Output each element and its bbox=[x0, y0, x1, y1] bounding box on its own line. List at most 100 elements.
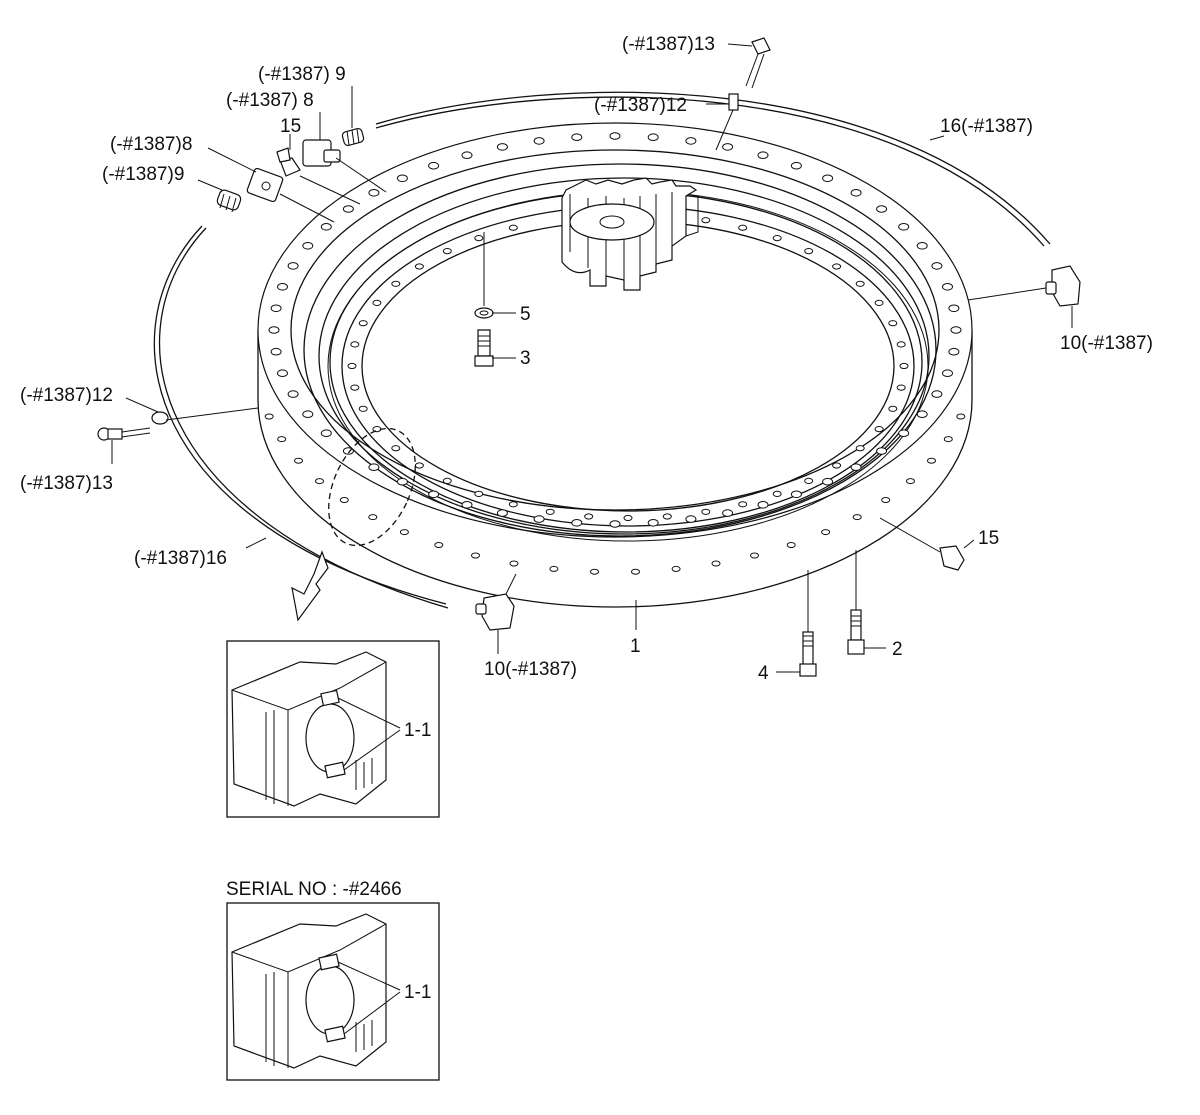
outer-bolt-hole bbox=[757, 501, 769, 509]
outer-bolt-hole bbox=[268, 326, 280, 334]
inner-bolt-hole bbox=[391, 445, 401, 452]
label-elbow-8-top: (-#1387) 8 bbox=[226, 90, 314, 111]
elbow-8-top bbox=[302, 139, 341, 167]
inner-bolt-hole bbox=[391, 280, 401, 287]
elbow-8-left bbox=[246, 167, 284, 203]
side-bolt-hole bbox=[943, 436, 953, 443]
side-bolt-hole bbox=[549, 565, 559, 572]
label-elbow-8-left: (-#1387)8 bbox=[110, 134, 192, 155]
outer-bolt-hole bbox=[320, 223, 332, 231]
outer-bolt-hole bbox=[850, 189, 862, 197]
inner-bolt-hole bbox=[874, 426, 884, 433]
outer-bolt-hole bbox=[609, 520, 621, 528]
inner-bolt-hole bbox=[347, 362, 357, 370]
adapter-9-top bbox=[341, 127, 365, 147]
side-bolt-hole bbox=[881, 497, 891, 503]
clamp-12-top bbox=[728, 93, 739, 111]
label-ring-1: 1 bbox=[630, 636, 641, 657]
label-detail-1-1-a: 1-1 bbox=[404, 720, 431, 741]
outer-bolt-hole bbox=[950, 326, 962, 334]
inner-bolt-hole bbox=[804, 248, 814, 255]
inner-bolt-hole bbox=[896, 341, 906, 348]
outer-bolt-hole bbox=[916, 410, 928, 419]
side-bolt-hole bbox=[434, 542, 444, 548]
inner-bolt-hole bbox=[372, 299, 382, 306]
outer-bolt-hole bbox=[396, 477, 408, 486]
side-bolt-hole bbox=[399, 529, 409, 536]
side-bolt-hole bbox=[956, 413, 966, 420]
inner-bolt-hole bbox=[738, 224, 748, 231]
nipple-15-right bbox=[939, 545, 965, 571]
label-bolt-13-left: (-#1387)13 bbox=[20, 473, 113, 494]
label-clamp-12-left: (-#1387)12 bbox=[20, 385, 113, 406]
inner-bolt-hole bbox=[888, 405, 898, 412]
inner-ring-bolt-holes bbox=[347, 217, 909, 522]
bolt-4 bbox=[799, 631, 817, 677]
detail-box-b: 1-1 bbox=[226, 902, 440, 1081]
side-bolt-hole bbox=[471, 552, 480, 559]
inner-bolt-hole bbox=[350, 341, 360, 348]
elbow-10-bottom bbox=[475, 593, 515, 631]
bolt-13-left bbox=[97, 427, 151, 441]
outer-bolt-hole bbox=[948, 304, 960, 313]
inner-bolt-hole bbox=[442, 477, 452, 484]
inner-bolt-hole bbox=[508, 501, 518, 508]
outer-bolt-hole bbox=[722, 143, 734, 151]
serial-caption: SERIAL NO : -#2466 bbox=[226, 879, 402, 900]
outer-bolt-hole bbox=[277, 369, 288, 378]
bolt-3 bbox=[474, 329, 494, 367]
outer-bolt-hole bbox=[898, 223, 910, 231]
side-bolt-hole bbox=[590, 568, 599, 575]
side-bolt-hole bbox=[750, 552, 759, 559]
outer-bolt-hole bbox=[287, 262, 299, 270]
outer-bolt-hole bbox=[942, 369, 953, 378]
outer-bolt-hole bbox=[342, 205, 354, 213]
inner-bolt-hole bbox=[350, 384, 360, 391]
inner-bolt-hole bbox=[474, 490, 484, 497]
side-bolt-hole bbox=[277, 436, 287, 443]
label-clamp-12-top: (-#1387)12 bbox=[594, 95, 687, 116]
label-washer-5: 5 bbox=[520, 304, 531, 325]
outer-bolt-hole bbox=[571, 133, 583, 141]
outer-bolt-hole bbox=[270, 304, 282, 313]
outer-bolt-hole bbox=[757, 151, 769, 159]
inner-bolt-hole bbox=[832, 263, 842, 270]
outer-bolt-hole bbox=[368, 189, 380, 197]
bolt-2 bbox=[847, 609, 865, 655]
side-bolt-hole bbox=[368, 514, 378, 521]
side-bolt-hole bbox=[927, 457, 936, 464]
inner-bolt-hole bbox=[508, 224, 518, 231]
outer-bolt-hole bbox=[302, 242, 314, 250]
outer-bolt-hole bbox=[722, 509, 734, 517]
inner-bolt-hole bbox=[623, 514, 633, 522]
detail-box-a: 1-1 bbox=[226, 640, 440, 818]
inner-bolt-hole bbox=[832, 462, 842, 469]
inner-bolt-hole bbox=[358, 320, 368, 327]
side-bolt-hole bbox=[509, 560, 519, 567]
outer-ring-bolt-holes bbox=[268, 132, 962, 528]
outer-bolt-hole bbox=[496, 143, 508, 151]
side-bolt-hole bbox=[294, 457, 303, 464]
side-bolt-hole bbox=[711, 560, 721, 567]
outer-bolt-hole bbox=[822, 174, 834, 183]
hose-right bbox=[375, 91, 1051, 247]
bolt-13-top bbox=[745, 37, 771, 89]
outer-bolt-hole bbox=[496, 509, 508, 517]
inner-bolt-hole bbox=[442, 248, 452, 255]
outer-bolt-hole bbox=[270, 347, 282, 356]
pinion-gear bbox=[561, 177, 699, 291]
label-bolt-3: 3 bbox=[520, 348, 531, 369]
outer-bolt-hole bbox=[685, 515, 697, 523]
clamp-12-left bbox=[151, 411, 169, 425]
elbow-10-right bbox=[1045, 265, 1081, 307]
outer-bolt-hole bbox=[368, 463, 380, 472]
label-bolt-4: 4 bbox=[758, 663, 769, 684]
outer-bolt-hole bbox=[461, 151, 473, 159]
outer-bolt-hole bbox=[898, 429, 910, 438]
inner-bolt-hole bbox=[896, 384, 906, 391]
inner-bolt-hole bbox=[662, 513, 672, 520]
side-bolt-hole bbox=[786, 542, 796, 548]
inner-bolt-hole bbox=[545, 508, 555, 515]
outer-bolt-hole bbox=[790, 490, 802, 499]
label-adapter-9-top: (-#1387) 9 bbox=[258, 64, 346, 85]
